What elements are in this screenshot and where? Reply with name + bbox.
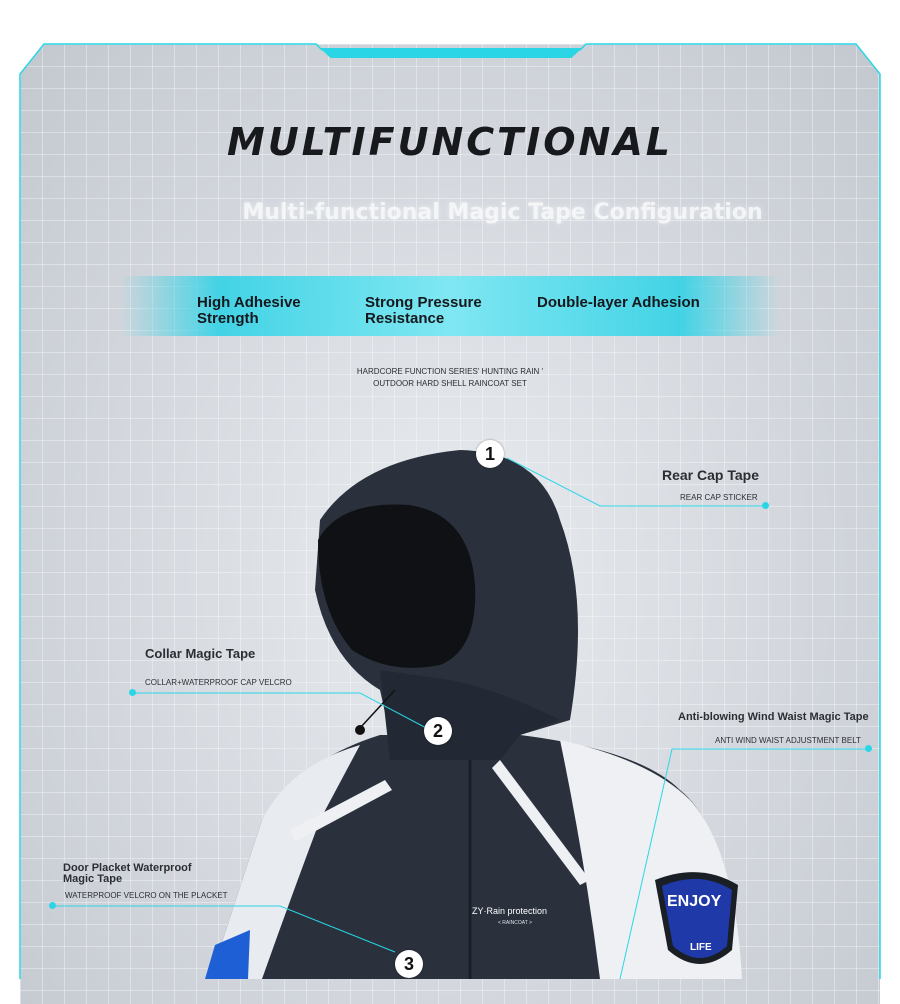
callout-dot-3 <box>49 902 56 909</box>
callout-title-1: Rear Cap Tape <box>662 467 759 483</box>
headline: MULTIFUNCTIONAL <box>227 120 673 164</box>
subheadline: Multi-functional Magic Tape Configuratio… <box>242 200 763 225</box>
callout-dot-1 <box>762 502 769 509</box>
feature-pressure: Strong Pressure Resistance <box>365 294 482 327</box>
brand-logo-text: ZY·Rain protection <box>472 906 548 916</box>
feature-adhesive: High Adhesive Strength <box>197 294 301 327</box>
feature-ribbon <box>120 276 780 336</box>
patch-enjoy: ENJOY <box>667 893 722 910</box>
callout-number-2: 2 <box>424 717 452 745</box>
callout-subtitle-1: REAR CAP STICKER <box>680 493 758 502</box>
patch-life: LIFE <box>690 942 712 953</box>
callout-title-3: Door Placket Waterproof Magic Tape <box>63 862 192 885</box>
callout-dot-2 <box>129 689 136 696</box>
feature-double-layer: Double-layer Adhesion <box>537 294 700 311</box>
callout-title-4: Anti-blowing Wind Waist Magic Tape <box>678 711 869 723</box>
background-frame <box>20 44 880 1004</box>
callout-number-3: 3 <box>395 950 423 978</box>
brand-sub-text: < RAINCOAT > <box>498 920 532 926</box>
series-caption: HARDCORE FUNCTION SERIES' HUNTING RAIN '… <box>356 367 544 388</box>
callout-number-1: 1 <box>476 440 504 468</box>
callout-subtitle-3: WATERPROOF VELCRO ON THE PLACKET <box>65 891 228 900</box>
callout-subtitle-4: ANTI WIND WAIST ADJUSTMENT BELT <box>715 736 861 745</box>
callout-dot-4 <box>865 745 872 752</box>
callout-subtitle-2: COLLAR+WATERPROOF CAP VELCRO <box>145 678 292 687</box>
top-accent-tab <box>320 48 582 58</box>
callout-title-2: Collar Magic Tape <box>145 646 256 661</box>
